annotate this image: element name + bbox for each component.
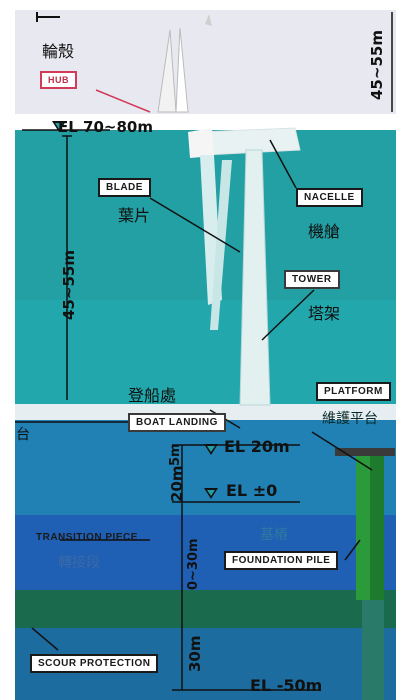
platform-elevation: EL 20m [224,437,290,456]
hub-shape [188,128,214,158]
sea-level-elevation: EL ±0 [226,481,278,500]
nacelle-cn-label: 機艙 [308,222,341,241]
blade-lower-2 [210,160,232,330]
top-arrow-shaft [36,12,38,22]
boatlanding-cn-label: 登船處 [128,386,177,405]
platform-gap-dimension: 5m [168,443,183,466]
rotor-dimension: 45~55m [368,30,386,100]
tower-leader [261,289,315,341]
blade-leader [149,197,241,253]
pile-below-seabed [362,600,384,700]
tower-cn-label: 塔架 [308,304,341,323]
scour-label: SCOUR PROTECTION [30,654,159,673]
seabed-band [15,590,396,628]
transition-label: TRANSITION PIECE [36,532,138,543]
nacelle-leader [269,139,297,189]
platform-el-marker [204,444,218,455]
top-arrow-line [36,16,60,18]
sky-gap [15,114,396,130]
nacelle-label: NACELLE [296,188,363,207]
transition-cn-label: 轉接段 [58,555,100,571]
hub-cn-label: 輪殼 [42,42,75,61]
upper-blade-small [205,14,212,26]
above-sea-dimension: 20m [168,465,186,502]
tower-label: TOWER [284,270,340,289]
sea-level-marker [204,488,218,499]
seabed-elevation: EL -50m [250,676,323,695]
foundation-label: FOUNDATION PILE [224,551,339,570]
hub-leader [95,89,151,113]
hub-elevation: EL 70~80m [58,118,153,136]
sea-upper-band [15,420,396,515]
upper-blade-right [175,27,189,113]
foundation-leader [344,539,361,561]
pile-shade [370,450,384,600]
hub-el-marker [52,121,66,132]
foundation-cn-label: 基樁 [260,527,288,543]
platform-cn-label: 維護平台 [322,411,378,427]
platform-label: PLATFORM [316,382,391,401]
hub-label: HUB [40,71,77,89]
tower-dimension: 45~55m [60,250,78,320]
blade-cn-label: 葉片 [118,206,151,225]
scour-leader [31,627,59,651]
platform-deck [335,448,395,456]
water-depth-dimension: 0~30m [186,538,201,590]
sky-band [15,10,396,114]
pile-depth-dimension: 30m [186,635,204,672]
boatlanding-label: BOAT LANDING [128,413,226,432]
tower-shape [239,149,271,406]
left-platform-fragment: 台 [16,427,30,443]
upper-blade-left [157,29,177,113]
blade-label: BLADE [98,178,151,197]
platform-leader [311,431,373,471]
